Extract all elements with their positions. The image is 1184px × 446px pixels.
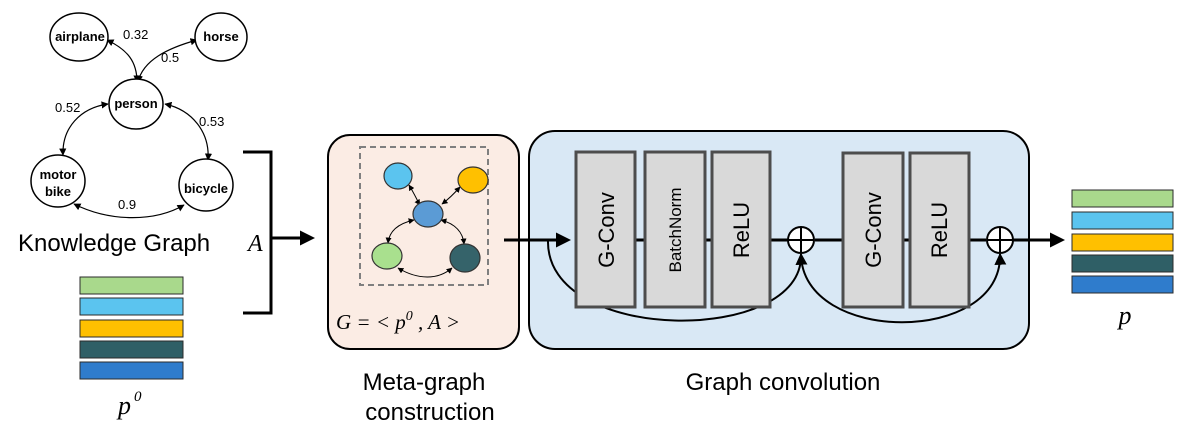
meta-node-5 (449, 243, 481, 273)
batchnorm-block: BatchNorm (643, 150, 707, 309)
meta-node-3 (412, 200, 444, 228)
node-person: person (108, 78, 164, 130)
node-motorbike-label-line2: bike (45, 184, 71, 199)
output-embedding-row-3 (1071, 233, 1174, 252)
knowledge-graph-symbol: A (246, 231, 263, 257)
input-embedding-row-3 (79, 319, 184, 338)
meta-graph-panel: G = < p0 , A > (327, 134, 520, 350)
knowledge-graph-caption-text: Knowledge Graph (18, 230, 210, 257)
meta-graph-formula: G = < p0 , A > (336, 309, 460, 334)
output-embedding-label: p (1117, 301, 1132, 330)
meta-graph-caption-line2: construction (365, 399, 494, 426)
gconv-block-1: G-Conv (574, 150, 637, 309)
sum-node-1 (787, 226, 815, 254)
output-embedding-row-4 (1071, 254, 1174, 273)
meta-edge-5 (397, 267, 453, 278)
node-motorbike-label-line1: motor (40, 167, 77, 182)
meta-node-4 (371, 242, 403, 270)
skip-connection-2 (800, 252, 1007, 324)
node-airplane-label: airplane (55, 29, 105, 44)
edge-weight-person-bicycle: 0.53 (199, 114, 224, 129)
node-horse-label: horse (203, 29, 238, 44)
node-bicycle: bicycle (178, 158, 234, 212)
sum-node-2 (986, 226, 1014, 254)
node-motorbike: motor bike (30, 154, 86, 208)
node-person-label: person (114, 96, 157, 111)
output-embedding-row-1 (1071, 189, 1174, 208)
input-embedding-label: p (116, 391, 131, 420)
edge-person-bicycle (164, 101, 213, 161)
node-airplane: airplane (49, 12, 109, 62)
edge-weight-airplane-person: 0.32 (123, 27, 148, 42)
node-bicycle-label: bicycle (184, 181, 228, 196)
meta-node-2 (457, 166, 489, 194)
node-horse: horse (194, 12, 248, 62)
input-embedding-row-2 (79, 297, 184, 316)
relu-block-2-label: ReLU (927, 202, 952, 258)
meta-node-1 (383, 162, 413, 190)
meta-edge-2 (441, 186, 461, 205)
output-embedding-stack (1071, 189, 1174, 294)
relu-block-2: ReLU (908, 151, 971, 309)
input-embedding-row-4 (79, 340, 184, 359)
gconv-block-2: G-Conv (841, 151, 905, 309)
knowledge-graph: airplane horse person motor bike bicycle… (30, 12, 248, 219)
relu-block-1-label: ReLU (729, 202, 754, 258)
meta-graph-dashed-frame (359, 146, 489, 286)
meta-graph-caption-line1: Meta-graph (363, 369, 486, 396)
edge-weight-motorbike-bicycle: 0.9 (118, 197, 136, 212)
output-embedding-row-5 (1071, 275, 1174, 294)
edge-weight-person-motorbike: 0.52 (55, 100, 80, 115)
edge-airplane-person (106, 39, 141, 83)
gconv-block-2-label: G-Conv (861, 192, 886, 268)
input-embedding-stack (79, 276, 184, 380)
input-embedding-row-1 (79, 276, 184, 295)
batchnorm-block-label: BatchNorm (666, 187, 685, 272)
relu-block-1: ReLU (710, 150, 772, 309)
input-bracket (243, 150, 273, 315)
skip-connection-1 (546, 239, 808, 322)
meta-edge-3 (385, 218, 415, 244)
input-embedding-superscript: 0 (134, 389, 142, 405)
edge-motorbike-bicycle (73, 203, 185, 219)
input-embedding-row-5 (79, 361, 184, 380)
edge-horse-person (135, 38, 198, 83)
output-embedding-row-2 (1071, 211, 1174, 230)
edge-weight-horse-person: 0.5 (161, 50, 179, 65)
knowledge-graph-caption: Knowledge Graph A (18, 230, 263, 257)
edge-person-motorbike (59, 101, 109, 156)
gconv-block-1-label: G-Conv (594, 192, 619, 268)
graph-convolution-panel: G-Conv BatchNorm ReLU G-Conv ReLU (504, 130, 1065, 350)
graph-convolution-caption: Graph convolution (686, 369, 881, 396)
meta-edge-4 (440, 218, 467, 245)
